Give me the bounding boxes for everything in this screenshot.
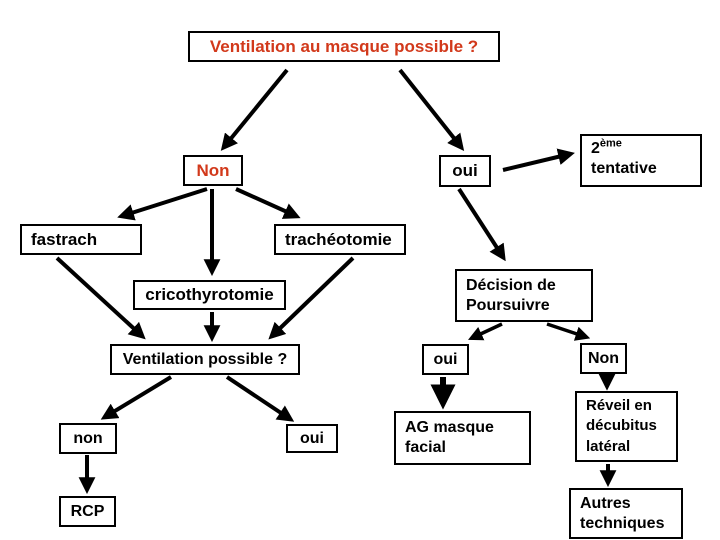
second-attempt-number: 2 [591,140,600,157]
node-reveil-decubitus: Réveil en décubitus latéral [575,391,678,462]
second-attempt-word: tentative [591,160,657,177]
node-non-bottom: non [59,423,117,454]
arrow-title-to-non [220,68,289,151]
node-autres-techniques: Autres techniques [569,488,683,539]
node-ag-masque-facial: AG masque facial [394,411,531,465]
node-non-mid: Non [580,343,627,374]
node-oui-top: oui [439,155,491,187]
arrow-ventilation-to-oui [225,375,295,422]
arrow-decision-to-non-mid [546,322,591,341]
arrow-decision-to-oui-mid [468,322,503,341]
second-attempt-ordinal: ème [599,137,622,150]
node-oui-bottom: oui [286,424,338,453]
arrow-oui-to-decision [457,187,506,262]
arrow-non-to-tracheotomie [235,187,301,219]
arrow-fastrach-to-ventilation [55,256,146,340]
node-tracheotomie: trachéotomie [274,224,406,255]
second-attempt-text: 2ème tentative [591,137,657,179]
node-rcp: RCP [59,496,116,527]
node-cricothyrotomie: cricothyrotomie [133,280,286,310]
arrow-title-to-oui [398,68,465,151]
node-second-attempt: 2ème tentative [580,134,702,187]
arrow-ventilation-to-non [100,375,173,420]
node-title-ventilation-masque: Ventilation au masque possible ? [188,31,500,62]
arrow-non-to-fastrach [117,187,208,221]
node-oui-mid: oui [422,344,469,375]
node-fastrach: fastrach [20,224,142,255]
node-non-top: Non [183,155,243,186]
node-ventilation-possible: Ventilation possible ? [110,344,300,375]
arrow-oui-to-second-attempt [502,148,575,172]
arrow-tracheotomie-to-ventilation [268,256,355,340]
node-decision-poursuivre: Décision de Poursuivre [455,269,593,322]
